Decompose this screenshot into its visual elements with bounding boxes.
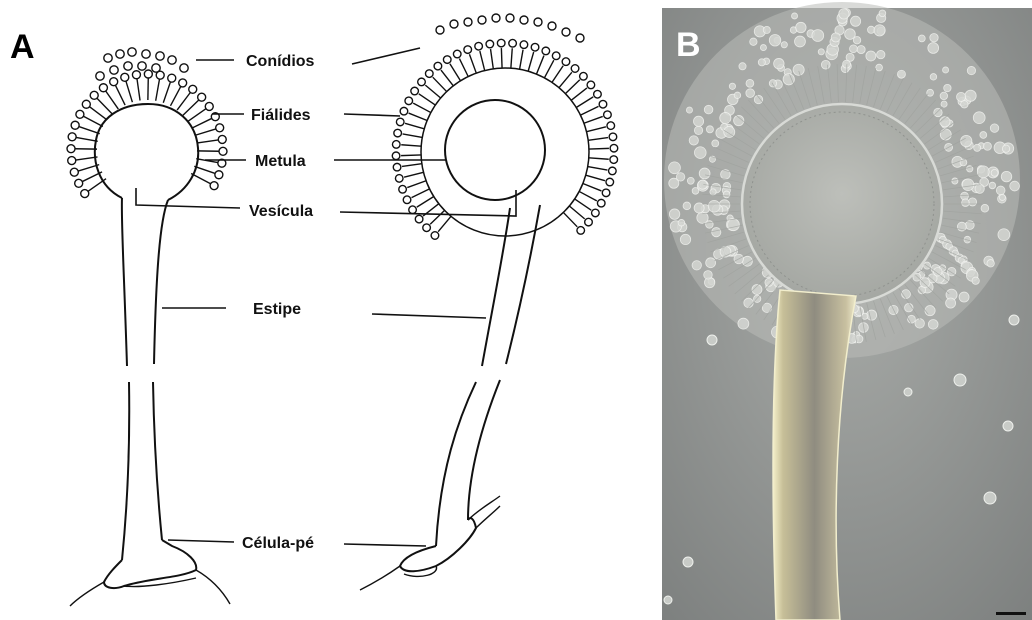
metula-ring: [421, 68, 589, 236]
biseriate-stipe-upper: [482, 205, 540, 366]
scale-bar: [996, 612, 1026, 615]
uniseriate-conidial-head: [67, 48, 227, 198]
photo-vesicle: [742, 104, 942, 304]
labels: Conídios Fiálides Metula Vesícula Estipe…: [242, 53, 315, 552]
panel-a-letter: A: [10, 28, 35, 66]
uniseriate-stipe-upper: [122, 198, 168, 366]
biseriate-conidiophore: [360, 14, 618, 590]
panel-a: A: [10, 14, 618, 606]
biseriate-vesicle: [445, 100, 545, 200]
leader-lines: [136, 48, 516, 546]
panel-b-photo: B: [662, 2, 1032, 620]
label-fialides: Fiálides: [251, 107, 311, 124]
uniseriate-vesicle: [95, 104, 198, 200]
label-celula-pe: Célula-pé: [242, 535, 314, 552]
label-vesicula: Vesícula: [249, 203, 313, 220]
label-estipe: Estipe: [253, 301, 301, 318]
label-metula: Metula: [255, 153, 306, 170]
biseriate-stipe-lower: [436, 380, 500, 546]
uniseriate-stipe-lower: [122, 382, 162, 560]
uniseriate-conidiophore: [67, 48, 230, 606]
biseriate-conidial-head: [392, 14, 617, 239]
label-conidios: Conídios: [246, 53, 315, 70]
panel-b-letter: B: [676, 26, 701, 64]
